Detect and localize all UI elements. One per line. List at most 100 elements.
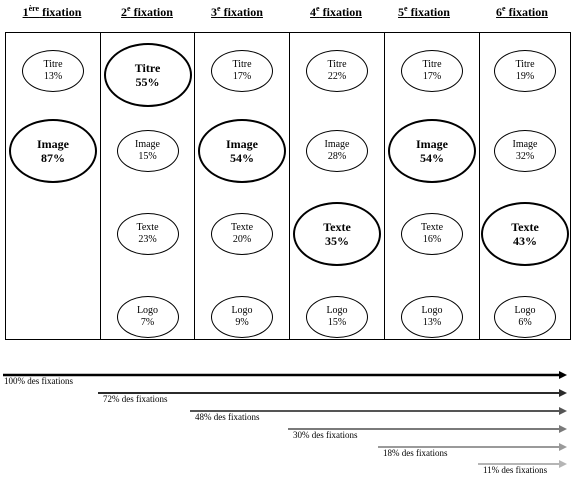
arrow-head-icon — [559, 371, 567, 379]
element-name: Texte — [420, 222, 444, 233]
element-percentage: 54% — [420, 151, 444, 165]
element-name: Texte — [230, 222, 254, 233]
arrow-label: 18% des fixations — [383, 448, 448, 458]
column-header-2: 2e fixation — [111, 5, 183, 21]
element-percentage: 20% — [232, 234, 252, 245]
element-name: Titre — [134, 60, 161, 75]
column-label: fixation — [319, 5, 362, 19]
element-percentage: 7% — [140, 317, 155, 328]
element-percentage: 55% — [135, 75, 160, 89]
column-number: 1 — [22, 5, 29, 19]
column-header-5: 5e fixation — [388, 5, 460, 21]
element-name: Logo — [514, 305, 536, 316]
element-percentage: 43% — [513, 234, 537, 248]
column-number: 5 — [398, 5, 405, 19]
arrow-label: 72% des fixations — [103, 394, 168, 404]
arrow-label: 48% des fixations — [195, 412, 260, 422]
element-name: Texte — [136, 222, 159, 233]
element-name: Titre — [232, 59, 252, 70]
element-name: Logo — [231, 305, 253, 316]
arrow-head-icon — [559, 443, 567, 451]
element-name: Image — [512, 139, 538, 150]
element-percentage: 87% — [41, 151, 65, 165]
element-percentage: 13% — [422, 317, 442, 328]
element-name: Image — [416, 136, 448, 151]
element-percentage: 9% — [235, 317, 249, 328]
element-percentage: 35% — [325, 234, 349, 248]
arrow-head-icon — [559, 460, 567, 468]
element-name: Titre — [43, 59, 63, 70]
arrow-head-icon — [559, 425, 567, 433]
column-number: 6 — [496, 5, 503, 19]
element-percentage: 19% — [515, 71, 535, 82]
arrow-label: 30% des fixations — [293, 430, 358, 440]
element-name: Logo — [421, 305, 443, 316]
element-name: Image — [324, 139, 350, 150]
arrow-label: 100% des fixations — [4, 376, 73, 386]
element-percentage: 17% — [422, 71, 442, 82]
column-header-3: 3e fixation — [201, 5, 273, 21]
column-number-suffix: e — [316, 4, 320, 13]
column-number-suffix: e — [502, 4, 506, 13]
element-name: Image — [135, 139, 160, 150]
element-percentage: 6% — [518, 317, 532, 328]
column-number: 4 — [310, 5, 317, 19]
element-name: Image — [37, 136, 69, 151]
element-percentage: 23% — [138, 234, 157, 245]
element-name: Texte — [511, 219, 539, 234]
element-name: Titre — [515, 59, 535, 70]
arrow-label: 11% des fixations — [483, 465, 548, 475]
element-percentage: 16% — [422, 234, 442, 245]
column-header-1: 1ère fixation — [16, 5, 88, 21]
column-number-suffix: ère — [28, 4, 40, 13]
column-number: 2 — [121, 5, 128, 19]
column-number-suffix: e — [127, 4, 131, 13]
element-name: Titre — [422, 59, 442, 70]
column-label: fixation — [505, 5, 548, 19]
element-percentage: 32% — [515, 151, 535, 162]
element-name: Image — [226, 136, 258, 151]
column-header-4: 4e fixation — [300, 5, 372, 21]
column-label: fixation — [407, 5, 450, 19]
element-percentage: 28% — [327, 151, 347, 162]
element-name: Titre — [327, 59, 347, 70]
element-percentage: 15% — [138, 151, 157, 162]
element-name: Logo — [326, 305, 348, 316]
element-percentage: 13% — [43, 71, 63, 82]
column-header-6: 6e fixation — [486, 5, 558, 21]
element-percentage: 15% — [327, 317, 347, 328]
element-percentage: 22% — [327, 71, 347, 82]
element-percentage: 17% — [232, 71, 252, 82]
column-label: fixation — [39, 5, 82, 19]
element-percentage: 54% — [230, 151, 254, 165]
column-number: 3 — [211, 5, 218, 19]
column-label: fixation — [220, 5, 263, 19]
column-number-suffix: e — [404, 4, 408, 13]
element-name: Texte — [323, 219, 351, 234]
